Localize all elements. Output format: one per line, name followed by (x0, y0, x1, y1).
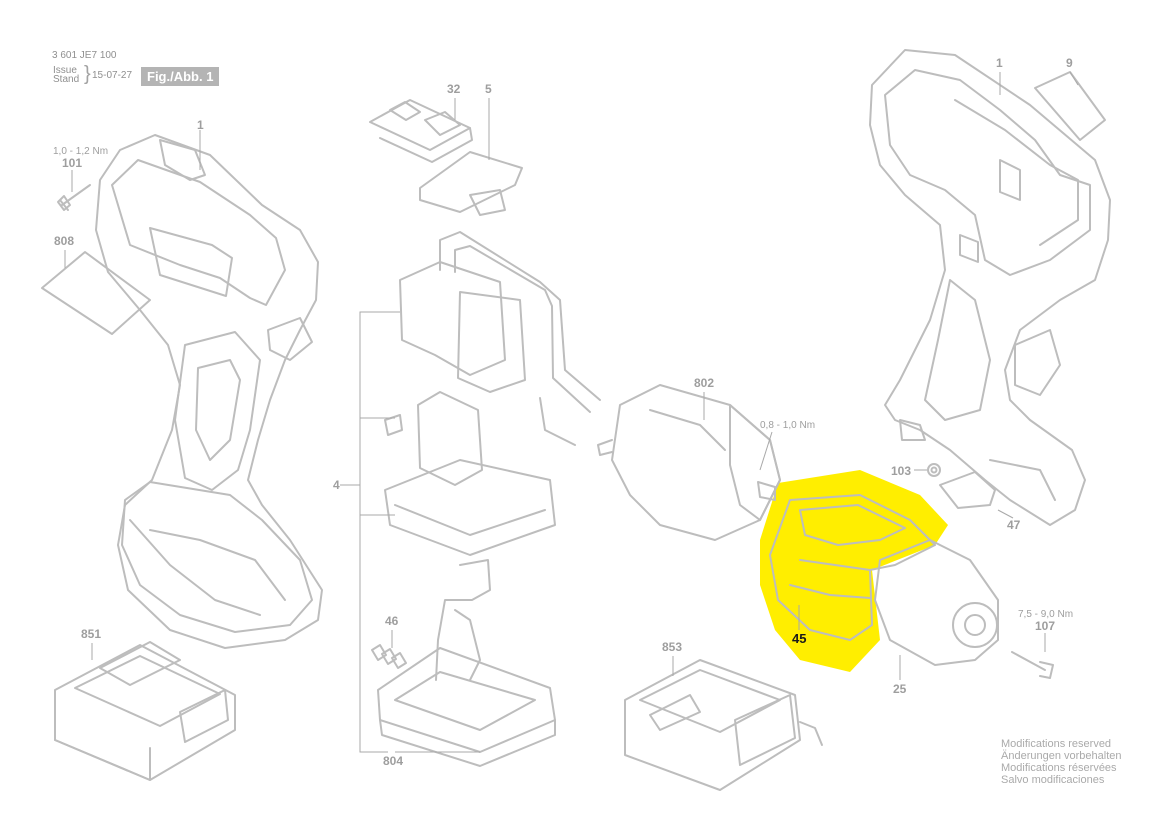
callout-label-802: 802 (694, 376, 714, 390)
part-804-drawing (377, 647, 556, 767)
note-french: Modifications réservées (1001, 762, 1117, 774)
housing-left-drawing (95, 134, 323, 649)
issue-date: 15-07-27 (92, 70, 133, 81)
issue-stand-label: Issue Stand (53, 65, 80, 85)
callout-label-32: 32 (447, 82, 461, 96)
callout-label-4: 4 (333, 478, 340, 492)
callout-label-45: 45 (792, 631, 806, 646)
callout-label-851: 851 (81, 627, 101, 641)
part-851-drawing (54, 641, 236, 781)
callout-label-1-right: 1 (996, 56, 1003, 70)
document-number: 3 601 JE7 100 (52, 50, 117, 61)
highlight-part-45 (760, 470, 948, 672)
torque-spec-screw-107: 7,5 - 9,0 Nm (1018, 609, 1073, 620)
wiring-drawing (439, 231, 601, 446)
note-english: Modifications reserved (1001, 738, 1112, 750)
note-spanish: Salvo modificaciones (1001, 774, 1105, 786)
part-101-drawing (57, 184, 91, 211)
callout-label-103: 103 (891, 464, 911, 478)
part-802-drawing (597, 384, 781, 541)
part-9-drawing (1034, 71, 1106, 141)
stand-label: Stand (53, 74, 80, 85)
housing-right-drawing (869, 49, 1111, 526)
issue-label: Issue (53, 65, 77, 76)
callout-label-804: 804 (383, 754, 403, 768)
part-4-drawing (384, 261, 556, 556)
part-5-drawing (419, 151, 523, 216)
callout-label-25: 25 (893, 682, 907, 696)
callout-label-107: 107 (1035, 619, 1055, 633)
part-25-drawing (874, 539, 999, 666)
part-45-drawing (769, 494, 936, 641)
spring-clip-drawing (435, 559, 491, 681)
part-46-drawing (371, 644, 407, 669)
torque-spec-screw-101: 1,0 - 1,2 Nm (53, 146, 108, 157)
part-808-drawing (41, 251, 151, 335)
part-107-drawing (1011, 651, 1054, 679)
callout-label-5: 5 (485, 82, 492, 96)
callout-label-853: 853 (662, 640, 682, 654)
modification-notes: Modifications reserved Änderungen vorbeh… (1001, 738, 1121, 786)
figure-label: Fig./Abb. 1 (141, 67, 220, 86)
note-german: Änderungen vorbehalten (1001, 750, 1122, 762)
torque-spec-motor: 0,8 - 1,0 Nm (760, 420, 815, 431)
callout-label-1-left: 1 (197, 118, 204, 132)
part-47-drawing (939, 471, 996, 509)
callout-label-47: 47 (1007, 518, 1021, 532)
part-32-drawing (369, 99, 473, 163)
brace-icon: } (84, 63, 91, 85)
callout-label-9: 9 (1066, 56, 1073, 70)
callout-label-46: 46 (385, 614, 399, 628)
part-103-drawing (927, 463, 941, 477)
part-853-drawing (624, 659, 823, 791)
callout-label-808: 808 (54, 234, 74, 248)
callout-label-101: 101 (62, 156, 82, 170)
